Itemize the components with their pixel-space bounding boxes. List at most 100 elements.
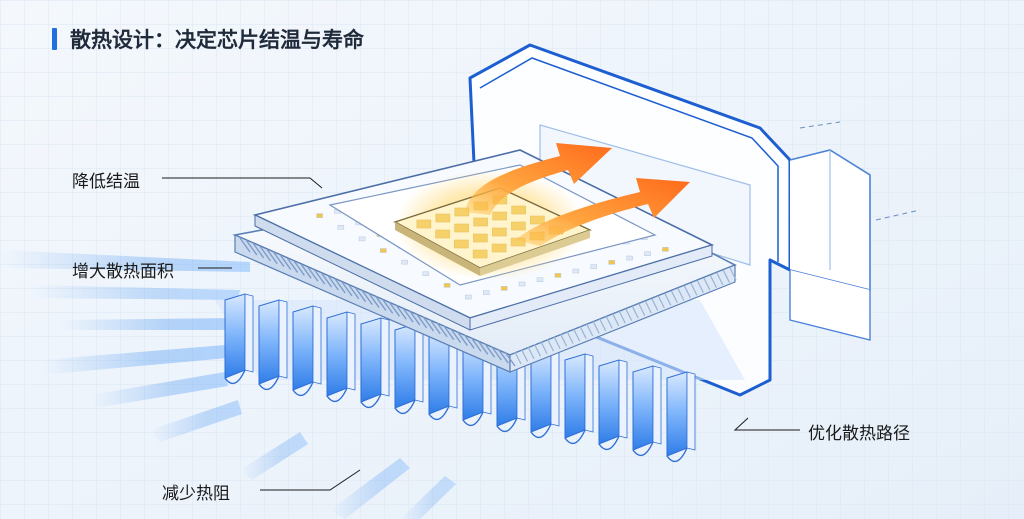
plate-tooth <box>354 287 367 303</box>
fin <box>360 317 390 409</box>
plate-tooth <box>484 342 496 358</box>
plate-tooth <box>651 298 659 311</box>
plate-tooth <box>436 322 448 338</box>
plate-tooth <box>368 293 380 308</box>
page-title: 散热设计：决定芯片结温与寿命 <box>52 24 364 54</box>
plate-tooth <box>422 316 435 332</box>
chip-cell <box>511 221 526 231</box>
plate-tooth <box>670 290 678 304</box>
plate-tooth <box>375 296 387 311</box>
pcb-pad <box>500 286 508 291</box>
plate-tooth <box>286 258 299 273</box>
pcb-pad <box>337 225 345 230</box>
plate-tooth <box>450 328 462 344</box>
plate-tooth <box>520 349 529 362</box>
pcb-pad <box>358 236 366 242</box>
plate-tooth <box>416 313 428 329</box>
chip-cell <box>473 217 488 227</box>
chip-cell <box>492 211 507 221</box>
title-text: 散热设计：决定芯片结温与寿命 <box>70 28 364 52</box>
plate-tooth <box>579 326 587 339</box>
plate-tooth <box>293 260 305 276</box>
callout-resistance: 减少热阻 <box>162 484 230 504</box>
plate-tooth <box>320 272 333 288</box>
plate-tooth <box>470 336 482 352</box>
plate-tooth <box>722 270 731 283</box>
title-accent-bar <box>52 28 57 50</box>
pcb-pad <box>465 294 472 300</box>
plate-tooth <box>314 269 326 285</box>
plate-tooth <box>402 307 414 323</box>
pcb-pad <box>662 247 669 252</box>
plate-tooth <box>409 310 421 326</box>
pcb-pad <box>626 255 633 261</box>
pcb-pad <box>590 264 597 269</box>
plate-tooth <box>443 325 455 341</box>
plate-tooth <box>599 318 607 332</box>
callout-area: 增大散热面积 <box>72 262 174 282</box>
chip-cell <box>454 239 469 249</box>
fin <box>394 323 424 415</box>
plate-tooth <box>300 263 312 279</box>
plate-tooth <box>280 255 292 270</box>
plate-tooth <box>612 313 620 327</box>
leader-lines <box>162 177 800 491</box>
plate-tooth <box>586 323 594 337</box>
chip-cell <box>473 233 488 243</box>
fin <box>632 365 662 457</box>
callout-junction: 降低结温 <box>72 172 140 192</box>
plate-tooth <box>657 295 665 309</box>
plate-tooth <box>490 345 502 361</box>
plate-tooth <box>534 344 542 357</box>
chip-cell <box>454 223 469 233</box>
plate-tooth <box>266 249 278 265</box>
plate-tooth <box>618 311 626 324</box>
plate-tooth <box>514 351 522 365</box>
plate-tooth <box>477 339 489 355</box>
pcb-pad <box>483 290 490 295</box>
fin <box>564 353 594 445</box>
chip-cell <box>472 249 488 259</box>
fin <box>292 305 322 397</box>
plate-tooth <box>382 298 394 314</box>
pcb-pad <box>518 281 526 287</box>
pcb-pad <box>380 248 387 253</box>
plate-tooth <box>573 328 581 342</box>
plate-tooth <box>605 316 613 329</box>
plate-tooth <box>677 288 685 301</box>
chip-cell <box>511 205 526 215</box>
plate-tooth <box>664 293 672 306</box>
plate-tooth <box>307 266 319 282</box>
fin <box>224 293 254 385</box>
plate-tooth <box>361 290 373 306</box>
plate-tooth <box>683 285 691 299</box>
plate-tooth <box>273 252 285 268</box>
fin <box>666 371 696 463</box>
plate-tooth <box>327 275 339 291</box>
plate-tooth <box>729 267 737 281</box>
fin-plate-teeth <box>239 237 737 367</box>
chip-cell <box>435 229 450 239</box>
plate-tooth <box>696 280 704 293</box>
chip-cell <box>530 215 545 225</box>
plate-tooth <box>259 246 271 262</box>
pcb-pad <box>608 260 615 265</box>
fin <box>598 359 628 451</box>
fin <box>258 299 288 391</box>
plate-tooth <box>504 351 516 367</box>
plate-tooth <box>625 308 633 321</box>
plate-tooth <box>429 319 441 335</box>
plate-tooth <box>703 277 711 291</box>
pcb-pad <box>554 273 562 278</box>
plate-tooth <box>463 334 475 349</box>
plate-tooth <box>638 303 646 316</box>
chip-cell <box>435 213 451 223</box>
fin <box>326 311 356 403</box>
plate-tooth <box>388 301 401 317</box>
orange-arrow-icon <box>465 143 690 246</box>
chip-cell <box>492 227 507 237</box>
plate-tooth <box>547 339 555 352</box>
plate-tooth <box>348 284 360 300</box>
airflow-streaks-icon <box>0 250 456 519</box>
